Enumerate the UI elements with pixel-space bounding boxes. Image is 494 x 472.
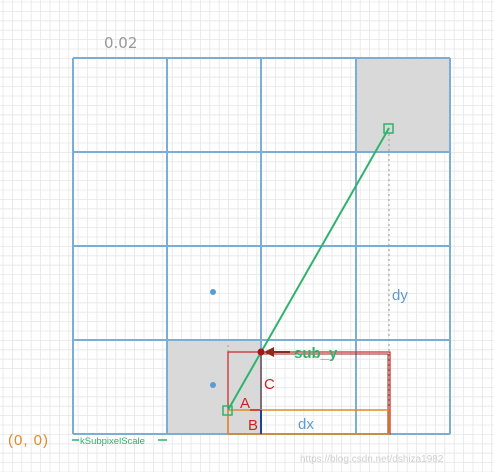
sub-y-arrow-head <box>264 347 274 357</box>
origin-label: (0, 0) <box>8 432 49 449</box>
center-dot <box>210 382 216 388</box>
red-rect-inner <box>260 353 389 435</box>
end-point-marker <box>383 123 394 134</box>
green-line <box>227 127 390 411</box>
watermark: https://blog.csdn.net/dshiza1982 <box>300 454 444 465</box>
dx-label: dx <box>298 416 314 433</box>
kscale-label: kSubpixelScale <box>80 436 145 447</box>
orange-rect <box>227 409 390 435</box>
c-label: C <box>264 376 275 393</box>
center-dot <box>210 289 216 295</box>
a-label: A <box>240 395 250 412</box>
tick-label: 0.02 <box>104 34 137 52</box>
shaded-cell-top-right <box>356 58 450 152</box>
sub-y-label: sub_y <box>294 345 338 362</box>
b-label: B <box>248 417 258 434</box>
dy-label: dy <box>392 287 408 304</box>
start-point-marker <box>222 405 233 416</box>
intersection-dot <box>257 348 265 356</box>
